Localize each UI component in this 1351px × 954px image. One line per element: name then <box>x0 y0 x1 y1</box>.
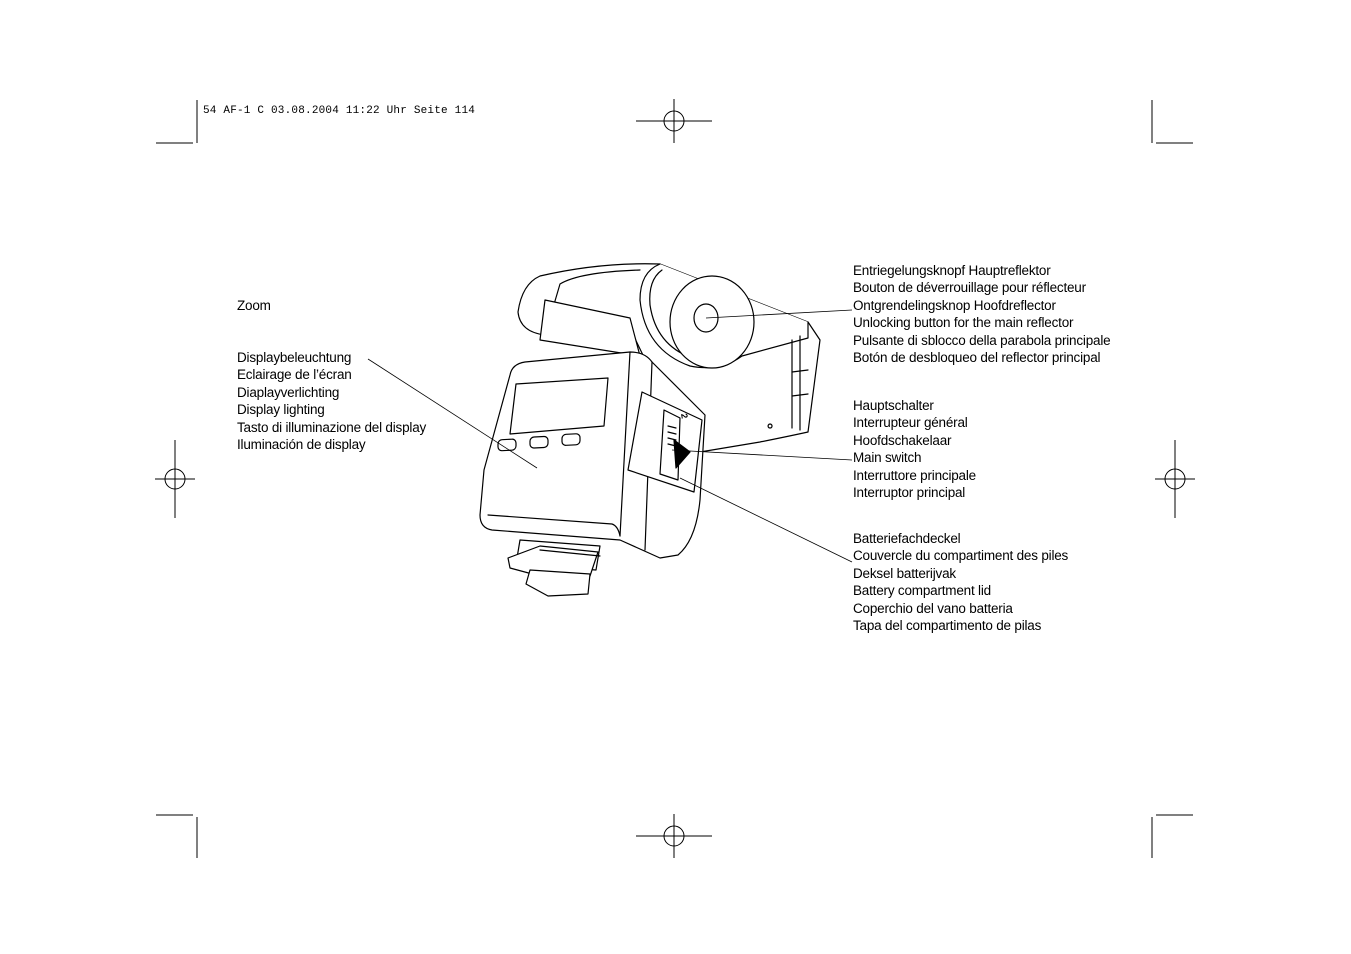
leader-battery-lid <box>679 477 853 563</box>
callout-line: Hauptschalter <box>853 398 934 413</box>
registration-mark-right <box>1155 440 1195 518</box>
print-slug: 54 AF-1 C 03.08.2004 11:22 Uhr Seite 114 <box>203 105 476 117</box>
callout-line: Displaybeleuchtung <box>237 350 352 365</box>
callout-line: Battery compartment lid <box>853 583 991 599</box>
callout-line: Coperchio del vano batteria <box>853 600 1013 616</box>
callout-line: Batteriefachdeckel <box>853 531 961 546</box>
callout-line: Entriegelungsknopf Hauptreflektor <box>853 263 1051 278</box>
callout-line: Tasto di illuminazione del display <box>237 419 427 435</box>
callout-line: Deksel batterijvak <box>853 565 956 581</box>
reflector-unlock-button <box>669 275 755 369</box>
callout-line: Zoom <box>237 298 271 313</box>
callout-line: Eclairage de l’écran <box>237 367 352 383</box>
callout-line: Tapa del compartimento de pilas <box>853 617 1042 633</box>
callout-reflector-unlock: Entriegelungsknopf Hauptreflektor Bouton… <box>853 262 1111 366</box>
callout-line: Iluminación de display <box>237 436 366 452</box>
registration-mark-top <box>636 99 712 143</box>
callout-line: Main switch <box>853 450 922 466</box>
display-light-button <box>497 438 517 452</box>
callout-line: Display lighting <box>237 402 325 418</box>
display-window <box>509 377 609 435</box>
leader-reflector-unlock <box>705 309 853 319</box>
callout-main-switch: Hauptschalter Interrupteur général Hoofd… <box>853 397 976 501</box>
callout-line: Pulsante di sblocco della parabola princ… <box>853 332 1111 348</box>
leader-display-lighting <box>367 358 538 469</box>
callout-line: Diaplayverlichting <box>237 384 340 400</box>
callout-line: Ontgrendelingsknop Hoofdreflector <box>853 297 1056 313</box>
callout-line: Couvercle du compartiment des piles <box>853 548 1069 564</box>
registration-mark-bottom <box>636 814 712 858</box>
flash-neck <box>539 299 641 357</box>
leader-main-switch <box>671 449 853 461</box>
callout-line: Hoofdschakelaar <box>853 432 952 448</box>
callout-line: Interruptor principal <box>853 484 966 500</box>
callout-display-lighting: Displaybeleuchtung Eclairage de l’écran … <box>237 349 426 453</box>
callout-line: Botón de desbloqueo del reflector princi… <box>853 349 1101 365</box>
callout-line: Unlocking button for the main reflector <box>853 315 1074 331</box>
callout-line: Interrupteur général <box>853 415 968 431</box>
callout-line: Bouton de déverrouillage pour réflecteur <box>853 280 1086 296</box>
flash-body <box>479 351 706 559</box>
callout-battery-lid: Batteriefachdeckel Couvercle du comparti… <box>853 530 1068 634</box>
callout-zoom: Zoom <box>237 297 271 314</box>
callout-line: Interruttore principale <box>853 467 976 483</box>
registration-mark-left <box>155 440 195 518</box>
hot-shoe-foot <box>507 539 601 597</box>
switch-mark-2: 2 <box>679 413 690 420</box>
